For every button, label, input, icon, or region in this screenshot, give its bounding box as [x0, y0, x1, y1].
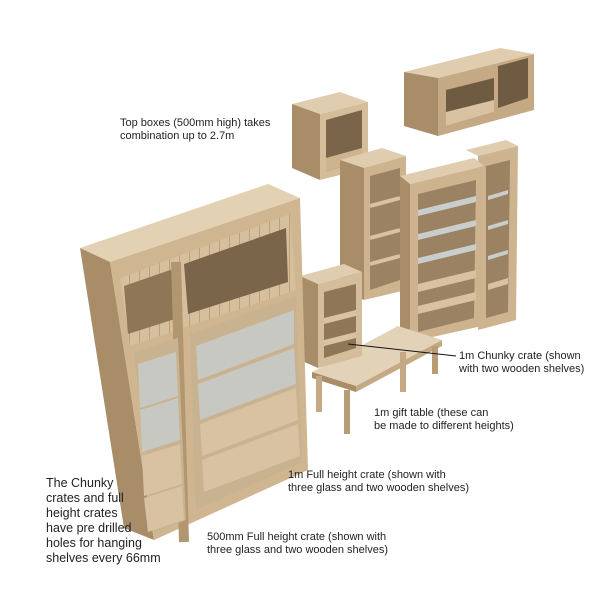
large-front-crates [80, 184, 308, 543]
annotation-chunky-crate: 1m Chunky crate (shown with two wooden s… [459, 350, 585, 375]
gift-table [312, 326, 442, 434]
chunky-crate-front [300, 264, 362, 368]
leader-line-chunky-crate [347, 343, 457, 357]
annotation-drilled-holes: The Chunky crates and full height crates… [46, 476, 161, 565]
annotation-gift-table: 1m gift table (these can be made to diff… [374, 407, 514, 432]
top-box-right-pair [404, 48, 534, 136]
annotation-full-height-500mm: 500mm Full height crate (shown with thre… [207, 531, 388, 556]
chunky-crate-column [340, 148, 406, 300]
annotation-full-height-1m: 1m Full height crate (shown with three g… [288, 469, 469, 494]
annotation-top-boxes: Top boxes (500mm high) takes combination… [120, 117, 271, 142]
right-full-height-crates [400, 140, 518, 342]
